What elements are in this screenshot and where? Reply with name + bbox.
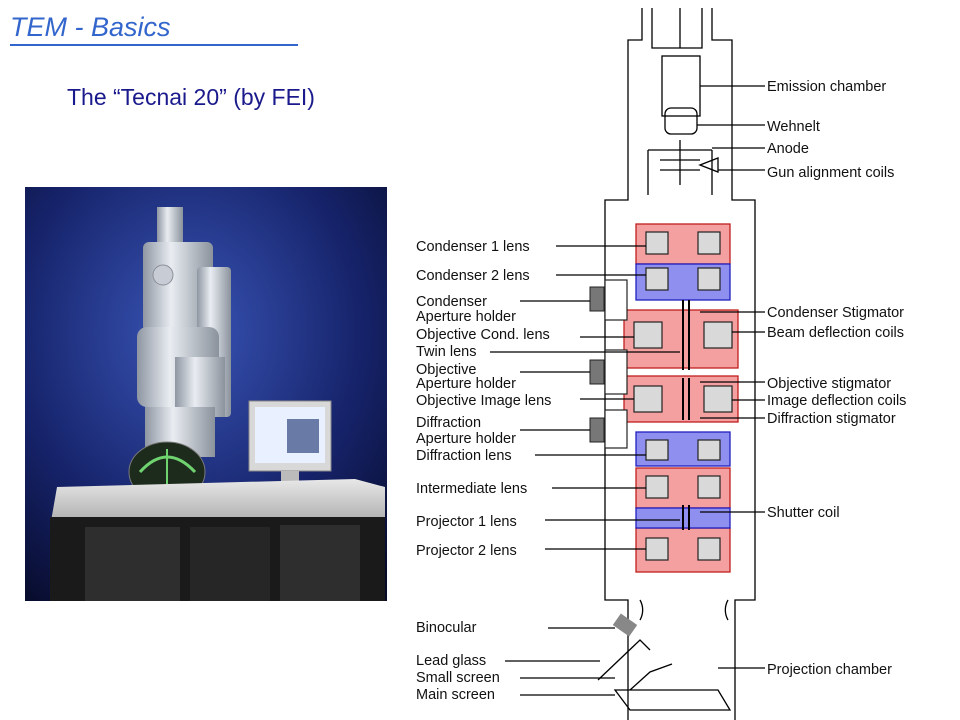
label-objective-cond-lens: Objective Cond. lens <box>416 327 550 343</box>
label-emission-chamber: Emission chamber <box>767 79 886 95</box>
label-condenser-stigmator: Condenser Stigmator <box>767 305 904 321</box>
label-twin-lens: Twin lens <box>416 344 476 360</box>
label-condenser-aperture-holder: Aperture holder <box>416 309 516 325</box>
label-condenser-2-lens: Condenser 2 lens <box>416 268 530 284</box>
label-diffraction-aperture-holder: Aperture holder <box>416 431 516 447</box>
label-shutter-coil: Shutter coil <box>767 505 840 521</box>
label-beam-deflection-coils: Beam deflection coils <box>767 325 904 341</box>
label-condenser-1-lens: Condenser 1 lens <box>416 239 530 255</box>
label-objective: Objective <box>416 362 476 378</box>
label-main-screen: Main screen <box>416 687 495 703</box>
label-condenser: Condenser <box>416 294 487 310</box>
slide-title: TEM - Basics <box>10 10 298 46</box>
label-intermediate-lens: Intermediate lens <box>416 481 527 497</box>
label-projector-2-lens: Projector 2 lens <box>416 543 517 559</box>
label-diffraction: Diffraction <box>416 415 481 431</box>
label-projector-1-lens: Projector 1 lens <box>416 514 517 530</box>
label-gun-alignment-coils: Gun alignment coils <box>767 165 894 181</box>
label-projection-chamber: Projection chamber <box>767 662 892 678</box>
label-small-screen: Small screen <box>416 670 500 686</box>
microscope-photo <box>25 187 387 601</box>
label-image-deflection-coils: Image deflection coils <box>767 393 906 409</box>
tem-schematic: Condenser 1 lens Condenser 2 lens Conden… <box>416 8 906 720</box>
label-anode: Anode <box>767 141 809 157</box>
label-wehnelt: Wehnelt <box>767 119 820 135</box>
label-objective-stigmator: Objective stigmator <box>767 376 891 392</box>
label-binocular: Binocular <box>416 620 477 636</box>
label-lead-glass: Lead glass <box>416 653 486 669</box>
slide-subtitle: The “Tecnai 20” (by FEI) <box>67 84 315 110</box>
label-objective-aperture-holder: Aperture holder <box>416 376 516 392</box>
label-diffraction-lens: Diffraction lens <box>416 448 512 464</box>
label-objective-image-lens: Objective Image lens <box>416 393 551 409</box>
label-diffraction-stigmator: Diffraction stigmator <box>767 411 896 427</box>
